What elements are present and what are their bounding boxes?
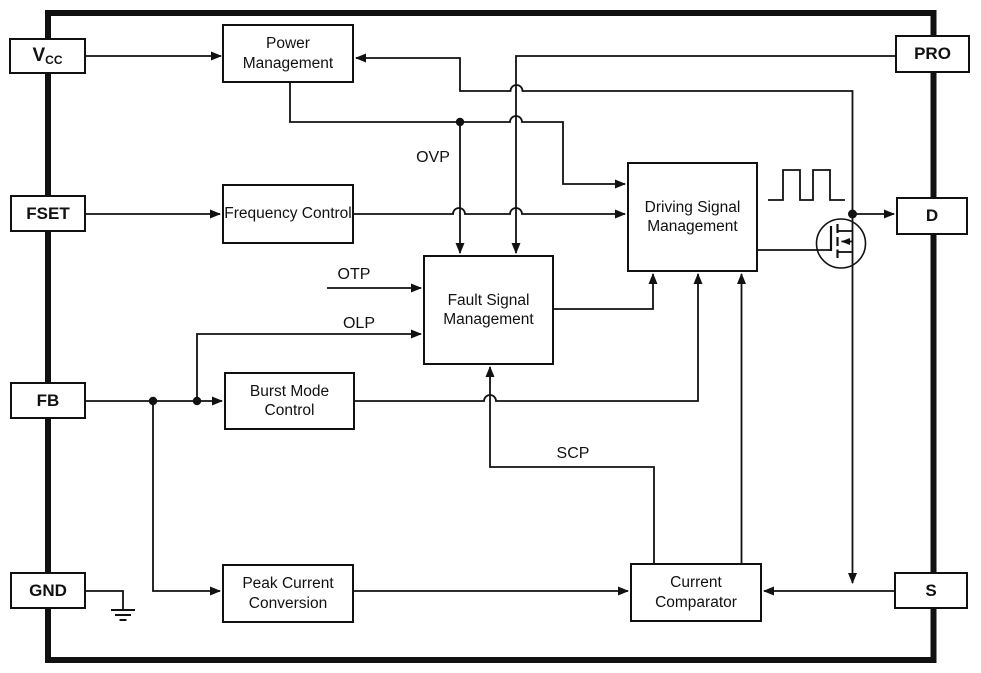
label-otp: OTP [337, 266, 371, 283]
label-ovp: OVP [416, 149, 450, 166]
junction-dots [148, 117, 857, 406]
block-current-comparator: Current Comparator [630, 563, 762, 622]
label-olp: OLP [342, 315, 375, 332]
pin-vcc-label: V [32, 45, 46, 66]
block-frequency-control: Frequency Control [222, 184, 354, 244]
label-scp: SCP [556, 445, 590, 462]
pin-vcc-subscript: CC [45, 53, 63, 67]
block-driving-signal-management: Driving Signal Management [627, 162, 758, 272]
connection-lines [86, 51, 895, 610]
pin-pro: PRO [895, 35, 970, 73]
block-fault-signal-management: Fault Signal Management [423, 255, 554, 365]
block-peak-current-conversion: Peak Current Conversion [222, 564, 354, 623]
pin-d: D [896, 197, 968, 235]
waveform-icon [768, 169, 845, 201]
block-power-management: Power Management [222, 24, 354, 83]
mosfet-icon [815, 218, 867, 269]
chip-border [45, 10, 937, 663]
pin-s: S [894, 572, 968, 609]
pin-fb: FB [10, 382, 86, 419]
block-burst-mode-control: Burst Mode Control [224, 372, 355, 430]
ground-icon [111, 609, 135, 621]
pin-fset: FSET [10, 195, 86, 232]
pin-gnd: GND [10, 572, 86, 609]
